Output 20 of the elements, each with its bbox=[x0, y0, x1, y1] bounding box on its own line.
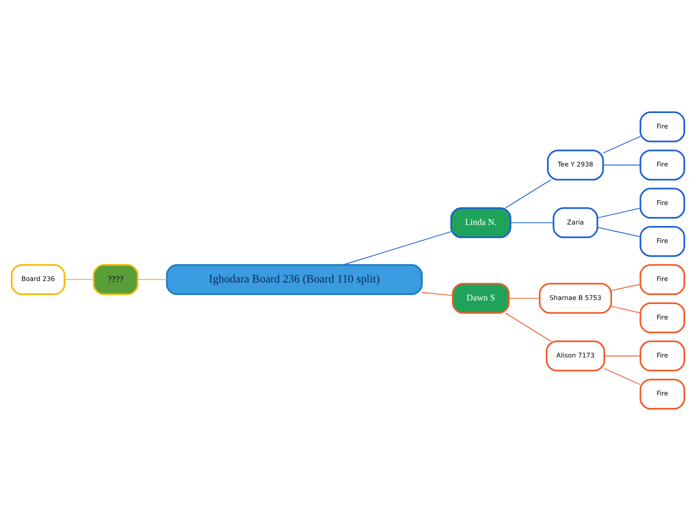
node-box: Linda N. bbox=[450, 206, 512, 238]
connector bbox=[64, 278, 94, 280]
connector bbox=[602, 164, 641, 165]
node-box: Ighodara Board 236 (Board 110 split) bbox=[166, 264, 423, 295]
node-box: ???? bbox=[92, 264, 138, 295]
connector bbox=[604, 355, 641, 356]
connector bbox=[508, 297, 540, 298]
connector bbox=[510, 222, 554, 223]
connector bbox=[342, 230, 452, 265]
connector bbox=[610, 283, 641, 291]
connector bbox=[597, 226, 641, 237]
connector bbox=[504, 312, 552, 342]
connector bbox=[422, 292, 453, 296]
connector bbox=[602, 135, 641, 153]
node-box: Dawn S bbox=[452, 282, 510, 314]
connector bbox=[610, 305, 641, 313]
connector bbox=[604, 368, 641, 384]
connector bbox=[597, 207, 641, 218]
connector bbox=[504, 178, 552, 208]
connector bbox=[137, 278, 168, 280]
